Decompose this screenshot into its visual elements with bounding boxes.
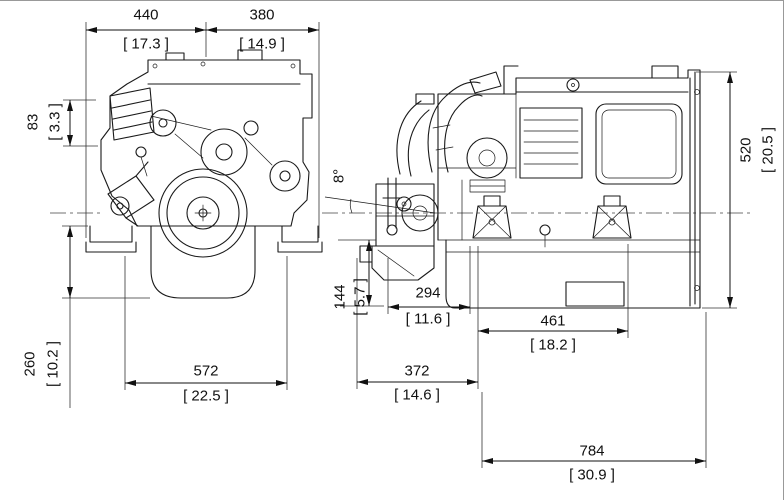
angle-lines: [324, 196, 436, 214]
extension-lines: [62, 22, 737, 468]
dim-83-mm: 83: [24, 113, 42, 131]
front-view-drawing: [85, 49, 323, 299]
dim-440-mm: 440: [133, 6, 159, 24]
dim-784-inch: [ 30.9 ]: [569, 466, 615, 484]
dim-294-inch: [ 11.6 ]: [405, 310, 451, 328]
dim-461-inch: [ 18.2 ]: [530, 336, 576, 354]
dim-260-inch: [ 10.2 ]: [44, 341, 62, 387]
dim-angle: 8°: [330, 168, 348, 184]
dim-380-inch: [ 14.9 ]: [239, 35, 285, 53]
dim-461-mm: 461: [540, 312, 566, 330]
dim-144-inch: [ 5.7 ]: [351, 278, 369, 316]
dim-260-mm: 260: [21, 351, 39, 377]
side-view-drawing: [359, 65, 701, 309]
dim-372-mm: 372: [404, 362, 430, 380]
dim-83-inch: [ 3.3 ]: [46, 103, 64, 141]
dim-520-mm: 520: [737, 137, 755, 163]
dim-144-mm: 144: [331, 284, 349, 310]
dimension-lines: [67, 27, 733, 464]
dim-440-inch: [ 17.3 ]: [123, 35, 169, 53]
dim-380-mm: 380: [249, 6, 275, 24]
dim-572-inch: [ 22.5 ]: [183, 387, 229, 405]
dim-294-mm: 294: [415, 284, 441, 302]
dim-784-mm: 784: [579, 442, 605, 460]
dim-372-inch: [ 14.6 ]: [394, 386, 440, 404]
dim-572-mm: 572: [193, 362, 219, 380]
dim-520-inch: [ 20.5 ]: [759, 127, 777, 173]
